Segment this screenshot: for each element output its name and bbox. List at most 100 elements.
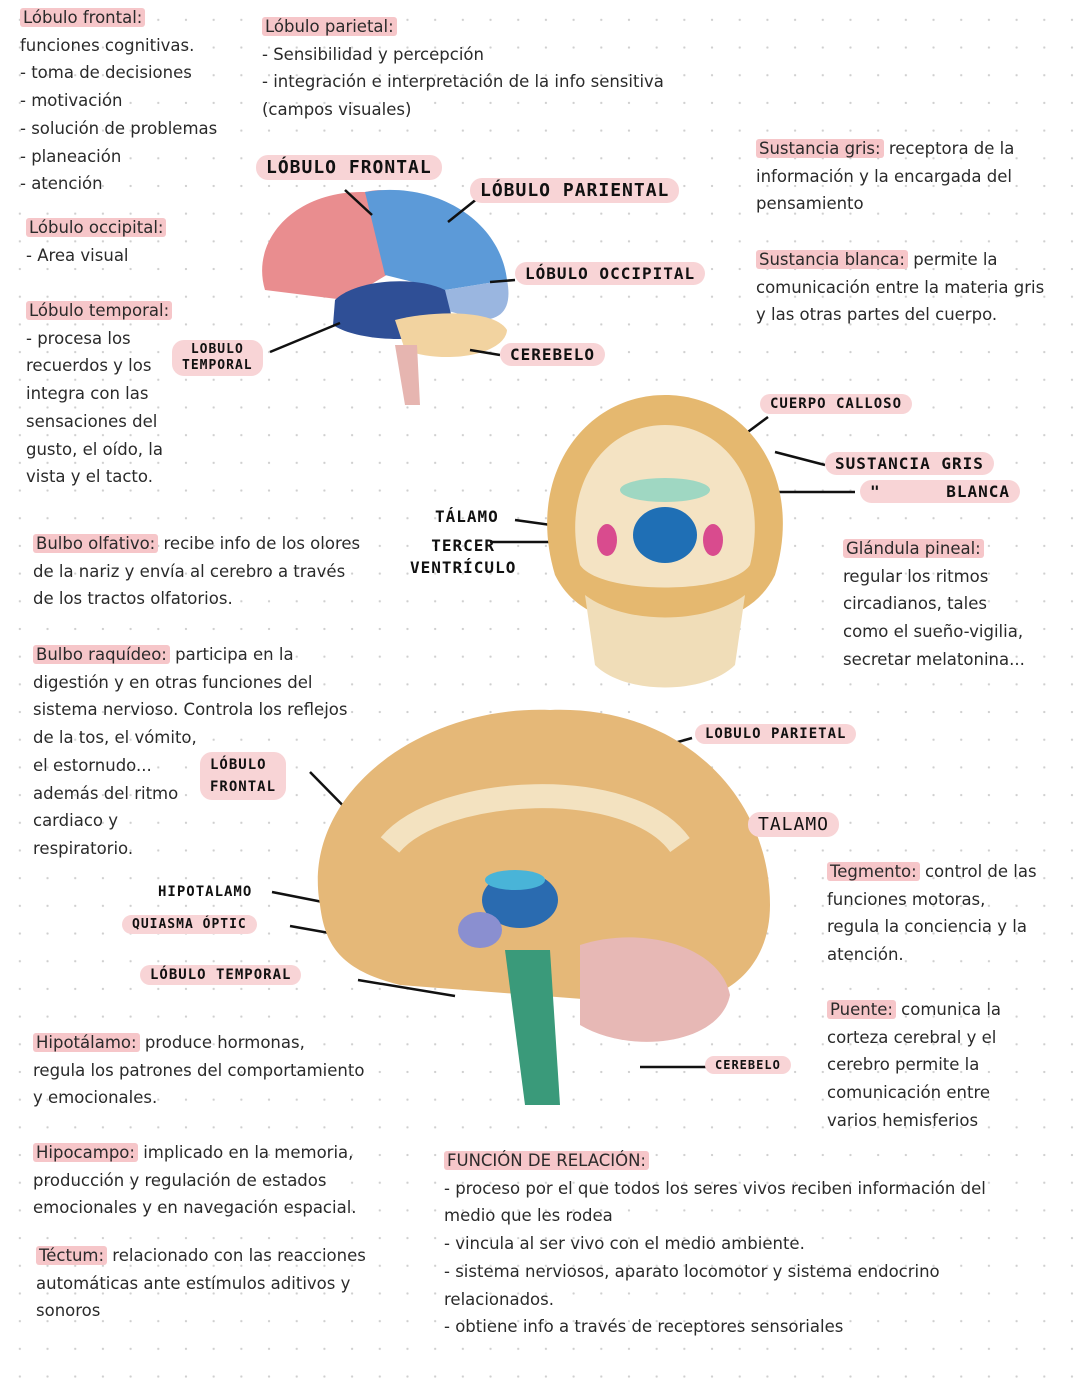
occipital-notes: Lóbulo occipital: - Area visual bbox=[26, 214, 167, 269]
line: digestión y en otras funciones del bbox=[33, 672, 313, 692]
corpus-callosum bbox=[620, 478, 710, 502]
line: de la tos, el vómito, bbox=[33, 728, 197, 748]
line: cerebro permite la bbox=[827, 1055, 980, 1075]
line: - procesa los bbox=[26, 328, 131, 348]
line: comunicación entre bbox=[827, 1083, 991, 1103]
line: y las otras partes del cuerpo. bbox=[756, 305, 998, 325]
line: - integración e interpretación de la inf… bbox=[262, 72, 664, 92]
tectum-notes: Téctum: relacionado con las reacciones a… bbox=[36, 1242, 366, 1325]
label-cerebelo: CEREBELO bbox=[500, 343, 606, 366]
line: pensamiento bbox=[756, 194, 864, 214]
label-lobulo-temporal-2: LÓBULO TEMPORAL bbox=[140, 965, 302, 985]
funcion-relacion-notes: FUNCIÓN DE RELACIÓN: - proceso por el qu… bbox=[444, 1147, 986, 1341]
line: medio que les rodea bbox=[444, 1206, 613, 1226]
label-lobulo-pariental: LÓBULO PARIENTAL bbox=[470, 178, 680, 203]
frontal-lobe bbox=[262, 190, 404, 300]
label-text: BLANCA bbox=[946, 482, 1010, 501]
label-cerebelo-2: CEREBELO bbox=[705, 1056, 791, 1074]
parietal-lobe bbox=[365, 189, 507, 290]
hipocampo-notes: Hipocampo: implicado en la memoria, prod… bbox=[33, 1139, 357, 1222]
line: atención. bbox=[827, 945, 904, 965]
line: secretar melatonina... bbox=[843, 649, 1025, 669]
heading: Lóbulo temporal: bbox=[26, 301, 173, 320]
text: implicado en la memoria, bbox=[137, 1143, 354, 1162]
line: circadianos, tales bbox=[843, 594, 987, 614]
line: relacionados. bbox=[444, 1289, 554, 1309]
line: varios hemisferios bbox=[827, 1110, 979, 1130]
hypothalamus bbox=[458, 912, 502, 948]
line: vista y el tacto. bbox=[26, 467, 153, 487]
text: recibe info de los olores bbox=[158, 534, 361, 553]
line: - proceso por el que todos los seres viv… bbox=[444, 1178, 986, 1198]
line: respiratorio. bbox=[33, 838, 134, 858]
line: sistema nervioso. Controla los reflejos bbox=[33, 700, 348, 720]
heading: Tegmento: bbox=[827, 862, 920, 881]
line: - obtiene info a través de receptores se… bbox=[444, 1317, 844, 1337]
line: sensaciones del bbox=[26, 411, 158, 431]
hipotalamo-notes: Hipotálamo: produce hormonas, regula los… bbox=[33, 1029, 364, 1112]
label-line: TERCER bbox=[431, 536, 496, 555]
line: el estornudo... bbox=[33, 755, 152, 775]
heading: Hipocampo: bbox=[33, 1143, 138, 1162]
heading: Sustancia blanca: bbox=[756, 250, 908, 269]
line: comunicación entre la materia gris bbox=[756, 277, 1045, 297]
line: emocionales y en navegación espacial. bbox=[33, 1198, 357, 1218]
line: - Sensibilidad y percepción bbox=[262, 44, 484, 64]
basal-ganglia-left bbox=[597, 524, 617, 556]
line: - planeación bbox=[20, 146, 122, 166]
line: integra con las bbox=[26, 384, 149, 404]
brainstem bbox=[395, 345, 420, 405]
label-sustancia-blanca: " BLANCA bbox=[860, 480, 1020, 503]
text: produce hormonas, bbox=[139, 1033, 305, 1052]
label-lobulo-frontal: LÓBULO FRONTAL bbox=[256, 155, 442, 180]
occipital-lobe bbox=[445, 280, 509, 320]
coronal-brain-illustration bbox=[547, 395, 783, 688]
text: participa en la bbox=[169, 645, 294, 664]
label-lobulo-parietal: LOBULO PARIETAL bbox=[695, 724, 857, 744]
heading: Puente: bbox=[827, 1000, 896, 1019]
line: regula los patrones del comportamiento bbox=[33, 1060, 365, 1080]
label-line: LOBULO bbox=[190, 342, 244, 357]
heading: Bulbo raquídeo: bbox=[33, 645, 170, 664]
heading: Lóbulo occipital: bbox=[26, 218, 167, 237]
line: producción y regulación de estados bbox=[33, 1170, 327, 1190]
basal-ganglia-right bbox=[703, 524, 723, 556]
heading: Bulbo olfativo: bbox=[33, 534, 159, 553]
line: gusto, el oído, la bbox=[26, 439, 163, 459]
line: automáticas ante estímulos aditivos y bbox=[36, 1273, 351, 1293]
temporal-notes: Lóbulo temporal: - procesa los recuerdos… bbox=[26, 297, 173, 491]
text: relacionado con las reacciones bbox=[107, 1246, 366, 1265]
text: permite la bbox=[907, 250, 998, 269]
line: - toma de decisiones bbox=[20, 63, 192, 83]
line: funciones cognitivas. bbox=[20, 35, 195, 55]
sustancia-blanca-notes: Sustancia blanca: permite la comunicació… bbox=[756, 246, 1044, 329]
heading: Lóbulo frontal: bbox=[20, 8, 146, 27]
line: regular los ritmos bbox=[843, 566, 989, 586]
label-sustancia-gris: SUSTANCIA GRIS bbox=[825, 452, 994, 475]
heading: Sustancia gris: bbox=[756, 139, 884, 158]
label-line: TEMPORAL bbox=[182, 358, 253, 373]
label-line: LÓBULO bbox=[210, 757, 267, 773]
heading: Lóbulo parietal: bbox=[262, 17, 397, 36]
text: control de las bbox=[919, 862, 1037, 881]
pineal-notes: Glándula pineal: regular los ritmos circ… bbox=[843, 535, 1025, 674]
line: regula la conciencia y la bbox=[827, 917, 1027, 937]
line: cardiaco y bbox=[33, 811, 119, 831]
line: - atención bbox=[20, 174, 103, 194]
heading: Téctum: bbox=[36, 1246, 108, 1265]
line: corteza cerebral y el bbox=[827, 1027, 997, 1047]
label-line: FRONTAL bbox=[210, 779, 277, 795]
brainstem bbox=[505, 950, 560, 1105]
line: - solución de problemas bbox=[20, 118, 218, 138]
heading: Hipotálamo: bbox=[33, 1033, 140, 1052]
sustancia-gris-notes: Sustancia gris: receptora de la informac… bbox=[756, 135, 1014, 218]
line: de la nariz y envía al cerebro a través bbox=[33, 561, 346, 581]
tegmento-notes: Tegmento: control de las funciones motor… bbox=[827, 858, 1037, 969]
cerebellum bbox=[580, 937, 730, 1042]
text: receptora de la bbox=[883, 139, 1015, 158]
heading: FUNCIÓN DE RELACIÓN: bbox=[444, 1151, 649, 1170]
ditto-mark: " bbox=[870, 482, 881, 501]
fornix bbox=[485, 870, 545, 890]
line: sonoros bbox=[36, 1301, 101, 1321]
